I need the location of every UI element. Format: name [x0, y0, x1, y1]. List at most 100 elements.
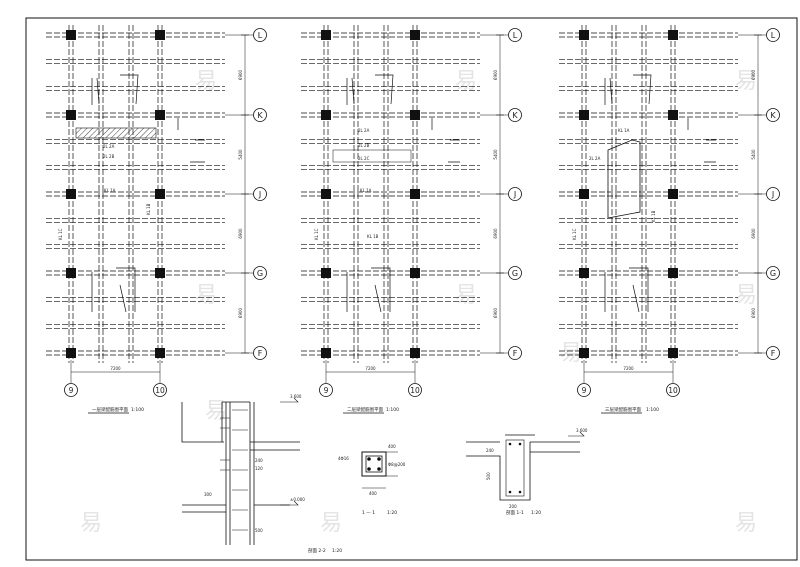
column — [668, 110, 678, 120]
axis-bubble — [253, 108, 267, 122]
wall-lines — [225, 402, 255, 545]
rebar-dot — [367, 467, 371, 471]
rebar-label: 4Φ16 — [338, 456, 349, 461]
dim-label: 400 — [388, 444, 396, 449]
axis-label: G — [512, 269, 518, 278]
axis-label: K — [257, 111, 263, 120]
axis-bubble — [153, 383, 167, 397]
dim-label: 500 — [486, 472, 491, 480]
beam-label: KL 1C — [314, 228, 319, 240]
axis-label: F — [258, 349, 263, 358]
detail-scale: 1:20 — [332, 548, 342, 554]
axis-bubble — [766, 266, 780, 280]
rebar-dot — [377, 467, 381, 471]
axis-bubble — [253, 28, 267, 42]
plan-geometry — [579, 30, 716, 358]
axis-bubble — [666, 383, 680, 397]
beam-label: KL 1B — [146, 203, 151, 215]
beam-box — [332, 149, 412, 163]
level-marker — [280, 397, 299, 403]
beam-label: KL 1A — [360, 188, 372, 193]
beam-label: 2L 2A — [358, 128, 370, 133]
column — [579, 189, 589, 199]
axis-bubble — [508, 266, 522, 280]
rebar-dot — [518, 442, 522, 446]
column-outline — [361, 451, 387, 477]
detail-wall-section: 3.600 ±0.000 240 120 500 300 剖面 2-2 1:20 — [181, 394, 342, 554]
column — [321, 268, 331, 278]
dim-label: 400 — [369, 491, 377, 496]
plan-title: 三层梁配筋图平面 — [605, 406, 641, 413]
plan-scale: 1:100 — [131, 407, 144, 413]
axis-bubble — [253, 266, 267, 280]
axis-bubble — [253, 187, 267, 201]
axis-bubble — [508, 108, 522, 122]
axis-label: L — [513, 31, 518, 40]
rebar-dot — [508, 442, 512, 446]
leader-lines — [687, 118, 716, 163]
column — [579, 348, 589, 358]
plan-scale: 1:100 — [646, 407, 659, 413]
column — [579, 268, 589, 278]
rebar-ticks — [220, 417, 230, 471]
dim-label: 300 — [204, 492, 212, 497]
axis-bubble — [508, 346, 522, 360]
beam-label: KL 1A — [104, 188, 116, 193]
dim-label: 7200 — [110, 366, 121, 371]
axis-label: L — [258, 31, 263, 40]
dim-label: 6900 — [493, 69, 498, 80]
level-label: 3.600 — [576, 428, 588, 433]
stair-outline — [604, 267, 649, 313]
watermark-glyph: 易 — [560, 341, 582, 366]
axis-label: 9 — [69, 386, 74, 395]
dim-label: 5400 — [493, 149, 498, 160]
plan-geometry — [66, 30, 205, 358]
column — [410, 110, 420, 120]
hatched-slab — [75, 127, 157, 139]
floor-plan-3: KL 1A 2L 2A KL 1B KL 1C 三层梁配筋图平面 1:100 — [572, 30, 716, 413]
watermark-glyph: 易 — [455, 283, 477, 308]
watermark-glyph: 易 — [195, 69, 217, 94]
column — [155, 110, 165, 120]
axis-label: L — [771, 31, 776, 40]
floor-plan-2: 2L 2A 2L 2B 2L 2C KL 1A KL 1B KL 1C 二层梁配… — [314, 30, 460, 413]
stirrups — [232, 409, 248, 531]
plan-title: 二层梁配筋图平面 — [347, 406, 383, 413]
watermark-glyph: 易 — [735, 283, 757, 308]
column — [321, 30, 331, 40]
column — [410, 30, 420, 40]
axis-label: F — [513, 349, 518, 358]
column — [668, 348, 678, 358]
dim-label: 6900 — [751, 69, 756, 80]
column — [410, 189, 420, 199]
column — [410, 268, 420, 278]
watermark-glyph: 易 — [195, 283, 217, 308]
axis-bubble — [766, 28, 780, 42]
dim-label: 240 — [486, 448, 494, 453]
detail-scale: 1:20 — [531, 510, 541, 516]
leader-lines — [431, 118, 460, 163]
dim-label: 6900 — [751, 307, 756, 318]
column — [66, 348, 76, 358]
column — [321, 110, 331, 120]
column — [66, 110, 76, 120]
beam-label: KL 1C — [58, 228, 63, 240]
beam-label: 2L 2B — [358, 143, 370, 148]
dim-label: 200 — [509, 504, 517, 509]
column — [668, 268, 678, 278]
detail-title: 剖面 1-1 — [506, 509, 524, 516]
level-label: ±0.000 — [290, 497, 305, 502]
foundation-lines — [182, 504, 290, 513]
rebar-dot — [518, 490, 522, 494]
dim-label: 6900 — [751, 228, 756, 239]
slab-lines — [250, 441, 300, 451]
detail-column-section: 400 400 4Φ16 Φ8@200 1 — 1 1:20 — [338, 444, 406, 516]
axis-bubble — [577, 383, 591, 397]
stair-outline — [91, 74, 139, 105]
stair-outline — [604, 74, 652, 105]
column — [321, 189, 331, 199]
stair-outline — [346, 267, 391, 313]
leader-lines — [177, 118, 205, 163]
dim-label: 6900 — [493, 307, 498, 318]
